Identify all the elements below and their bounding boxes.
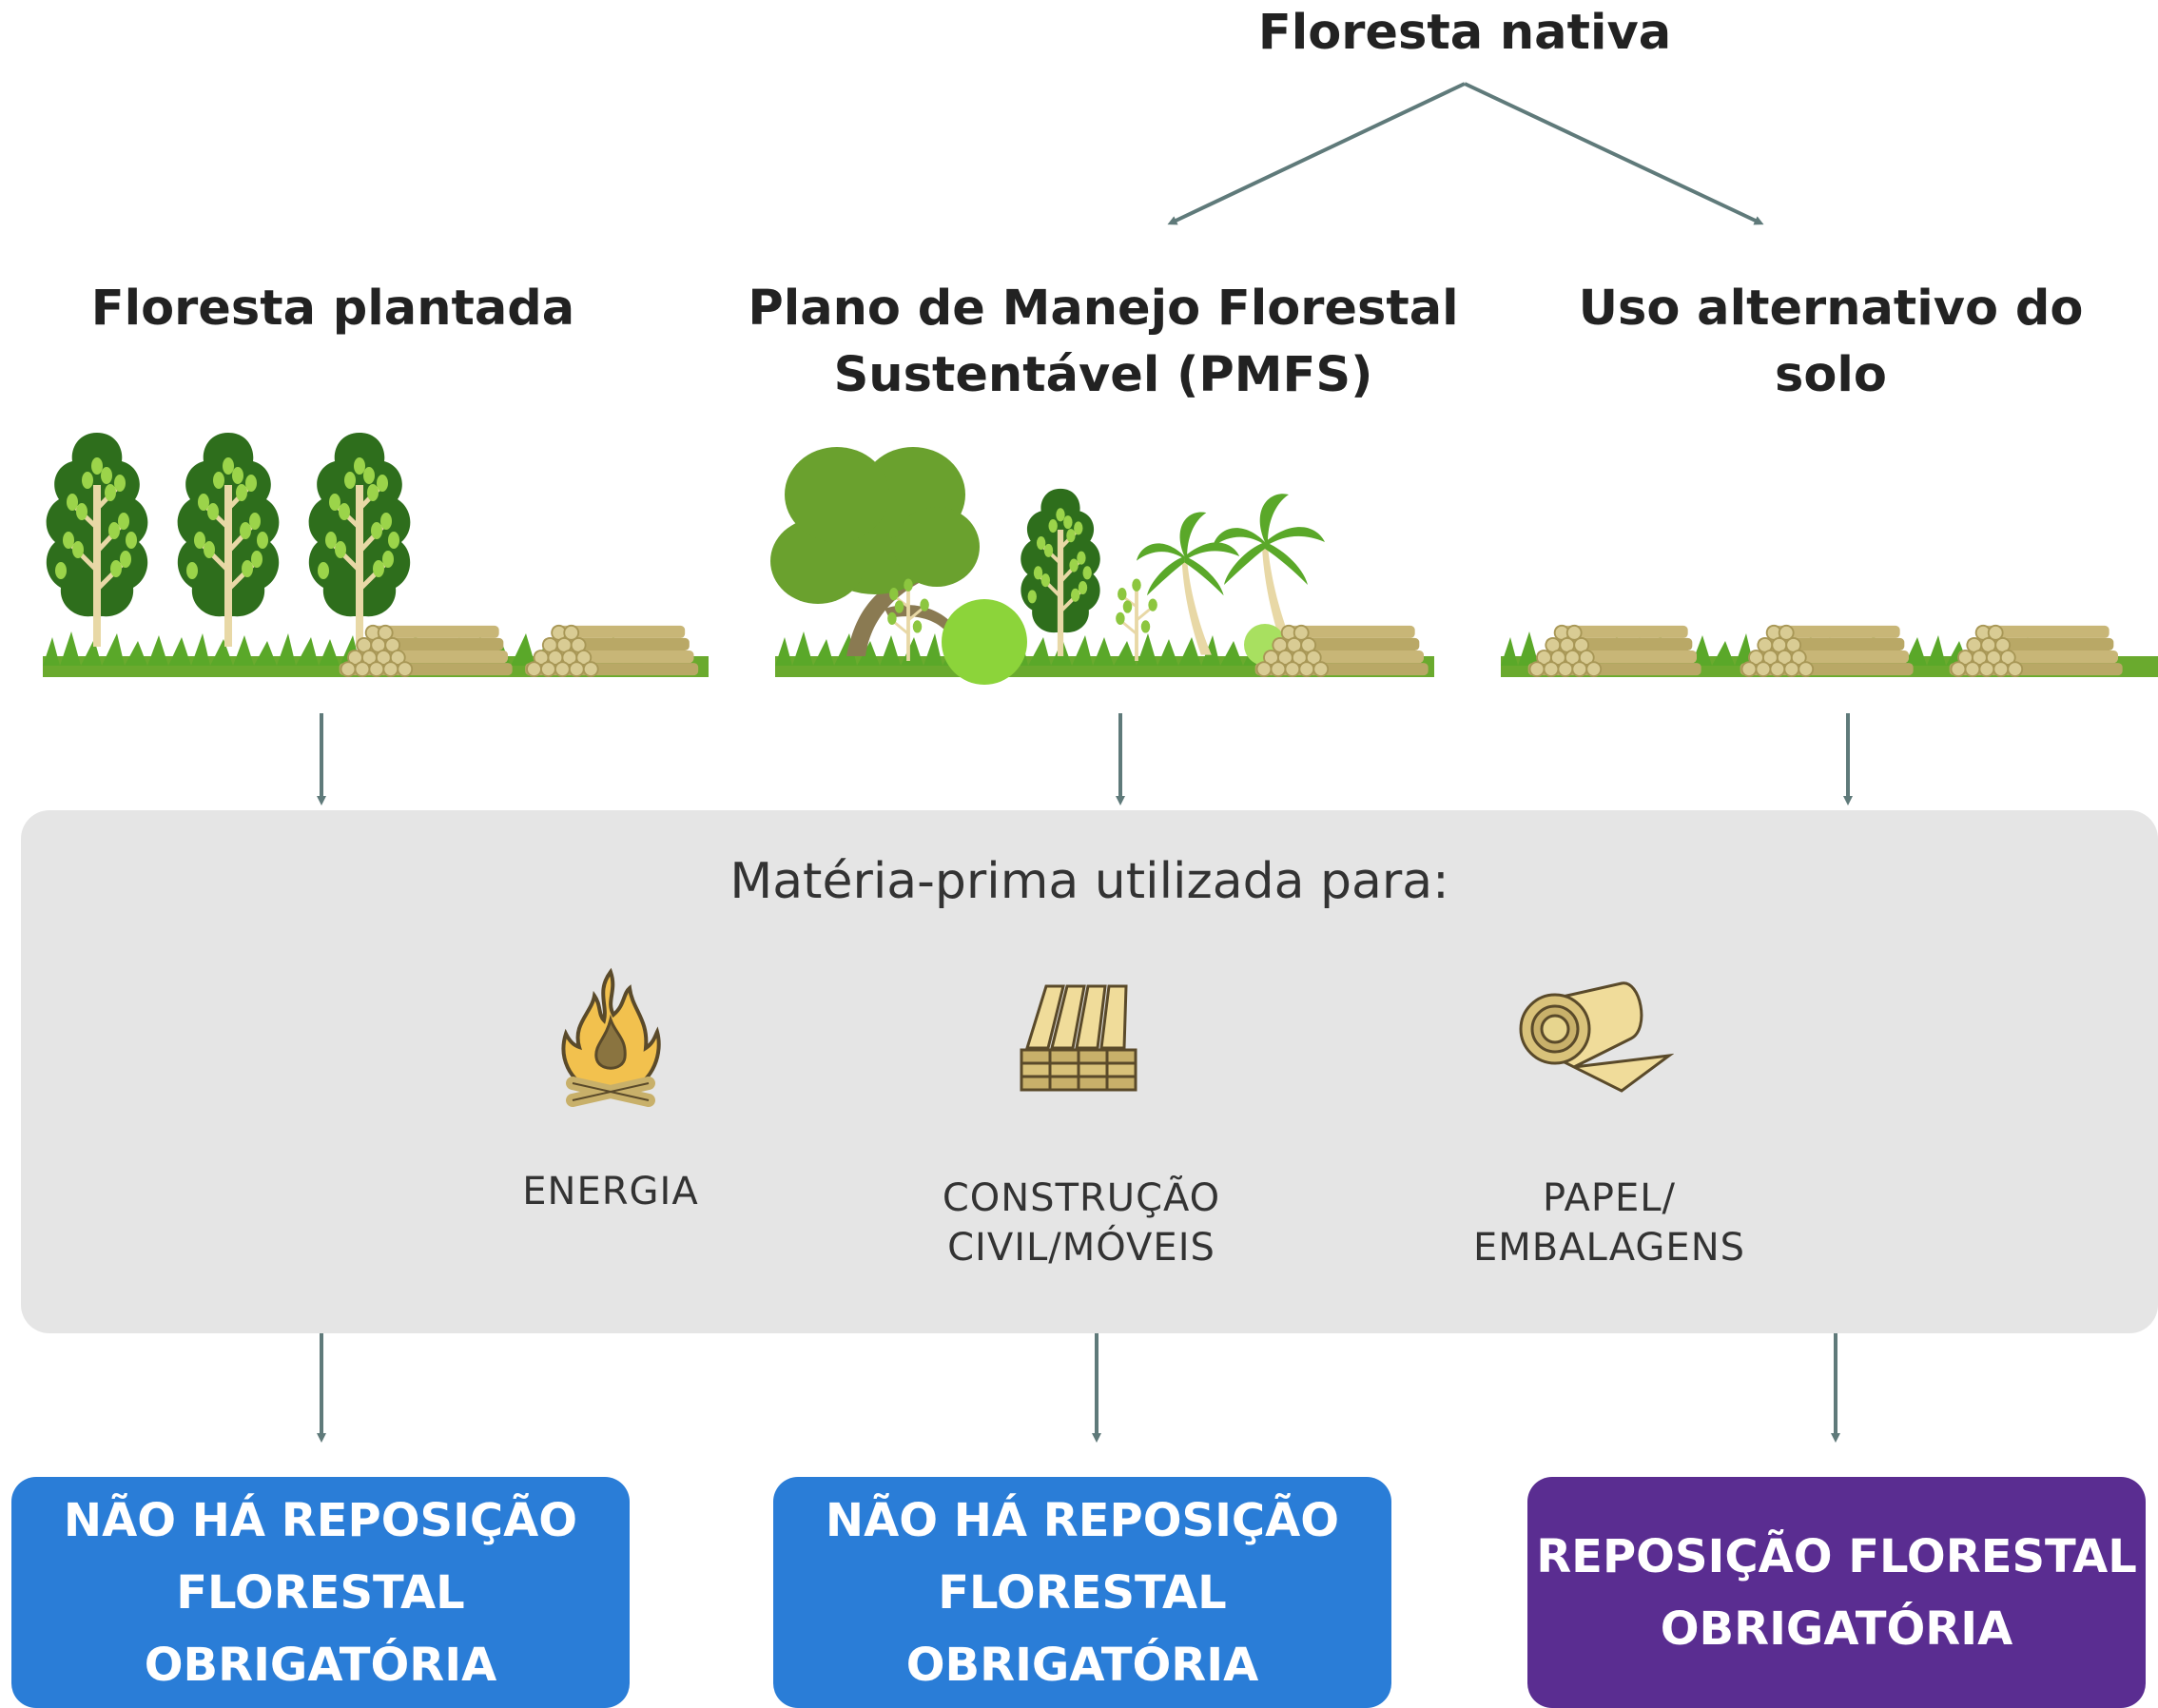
raw-material-panel: Matéria-prima utilizada para: ENERGIA CO… <box>21 810 2158 1333</box>
planted-forest-illustration <box>43 433 709 677</box>
outcome-line2: OBRIGATÓRIA <box>1660 1601 2013 1656</box>
paper-roll-icon <box>1519 981 1674 1093</box>
log-pile <box>524 624 700 677</box>
native-forest-title: Floresta nativa <box>1257 5 1672 61</box>
use-construction-line1: CONSTRUÇÃO <box>942 1176 1221 1220</box>
outcome-line1: NÃO HÁ REPOSIÇÃO <box>63 1493 578 1547</box>
pmfs-illustration <box>770 447 1434 685</box>
bush <box>942 599 1027 685</box>
planted-tree <box>309 433 411 647</box>
native-forest-branch-arrows <box>1167 82 1764 225</box>
branch-arrow-left <box>1167 82 1466 225</box>
use-construction-line2: CIVIL/MÓVEIS <box>947 1226 1215 1270</box>
log-pile <box>1948 624 2124 677</box>
use-paper-line1: PAPEL/ <box>1542 1176 1677 1220</box>
fire-icon <box>561 967 661 1107</box>
arrows-into-panel <box>317 713 1853 805</box>
outcome-pmfs: NÃO HÁ REPOSIÇÃO FLORESTAL OBRIGATÓRIA <box>773 1477 1391 1708</box>
native-tree <box>1021 489 1100 656</box>
planted-forest-title: Floresta plantada <box>90 281 575 337</box>
log-pile <box>338 624 514 677</box>
log-pile <box>1254 624 1429 677</box>
pmfs-title-line1: Plano de Manejo Florestal <box>748 281 1459 337</box>
alternative-land-use-title: Uso alternativo do solo <box>1578 281 2084 403</box>
branch-arrow-right <box>1464 82 1764 225</box>
planted-tree <box>178 433 280 647</box>
use-construction-label: CONSTRUÇÃO CIVIL/MÓVEIS <box>929 1174 1234 1272</box>
use-energy-label: ENERGIA <box>468 1167 753 1216</box>
pmfs-title-line2: Sustentável (PMFS) <box>833 347 1373 403</box>
alternative-use-illustration <box>1501 624 2158 677</box>
log-pile <box>1526 624 1702 677</box>
panel-title: Matéria-prima utilizada para: <box>729 853 1449 910</box>
broad-tree <box>770 447 980 656</box>
outcome-line2: FLORESTAL OBRIGATÓRIA <box>905 1565 1259 1692</box>
log-pile <box>1739 624 1915 677</box>
lumber-icon <box>1020 984 1137 1092</box>
outcome-alternative-use: REPOSIÇÃO FLORESTAL OBRIGATÓRIA <box>1527 1477 2146 1708</box>
outcome-planted-forest: NÃO HÁ REPOSIÇÃO FLORESTAL OBRIGATÓRIA <box>11 1477 630 1708</box>
arrows-to-outcomes <box>317 1331 1840 1443</box>
use-paper-line2: EMBALAGENS <box>1472 1226 1746 1270</box>
use-energy-line1: ENERGIA <box>522 1170 699 1213</box>
outcome-line1: NÃO HÁ REPOSIÇÃO <box>825 1493 1340 1547</box>
pmfs-title: Plano de Manejo Florestal Sustentável (P… <box>742 276 1465 409</box>
outcome-line2: FLORESTAL OBRIGATÓRIA <box>144 1565 497 1692</box>
outcome-line1: REPOSIÇÃO FLORESTAL <box>1536 1529 2137 1583</box>
use-paper-label: PAPEL/ EMBALAGENS <box>1448 1174 1771 1272</box>
planted-tree <box>47 433 148 647</box>
